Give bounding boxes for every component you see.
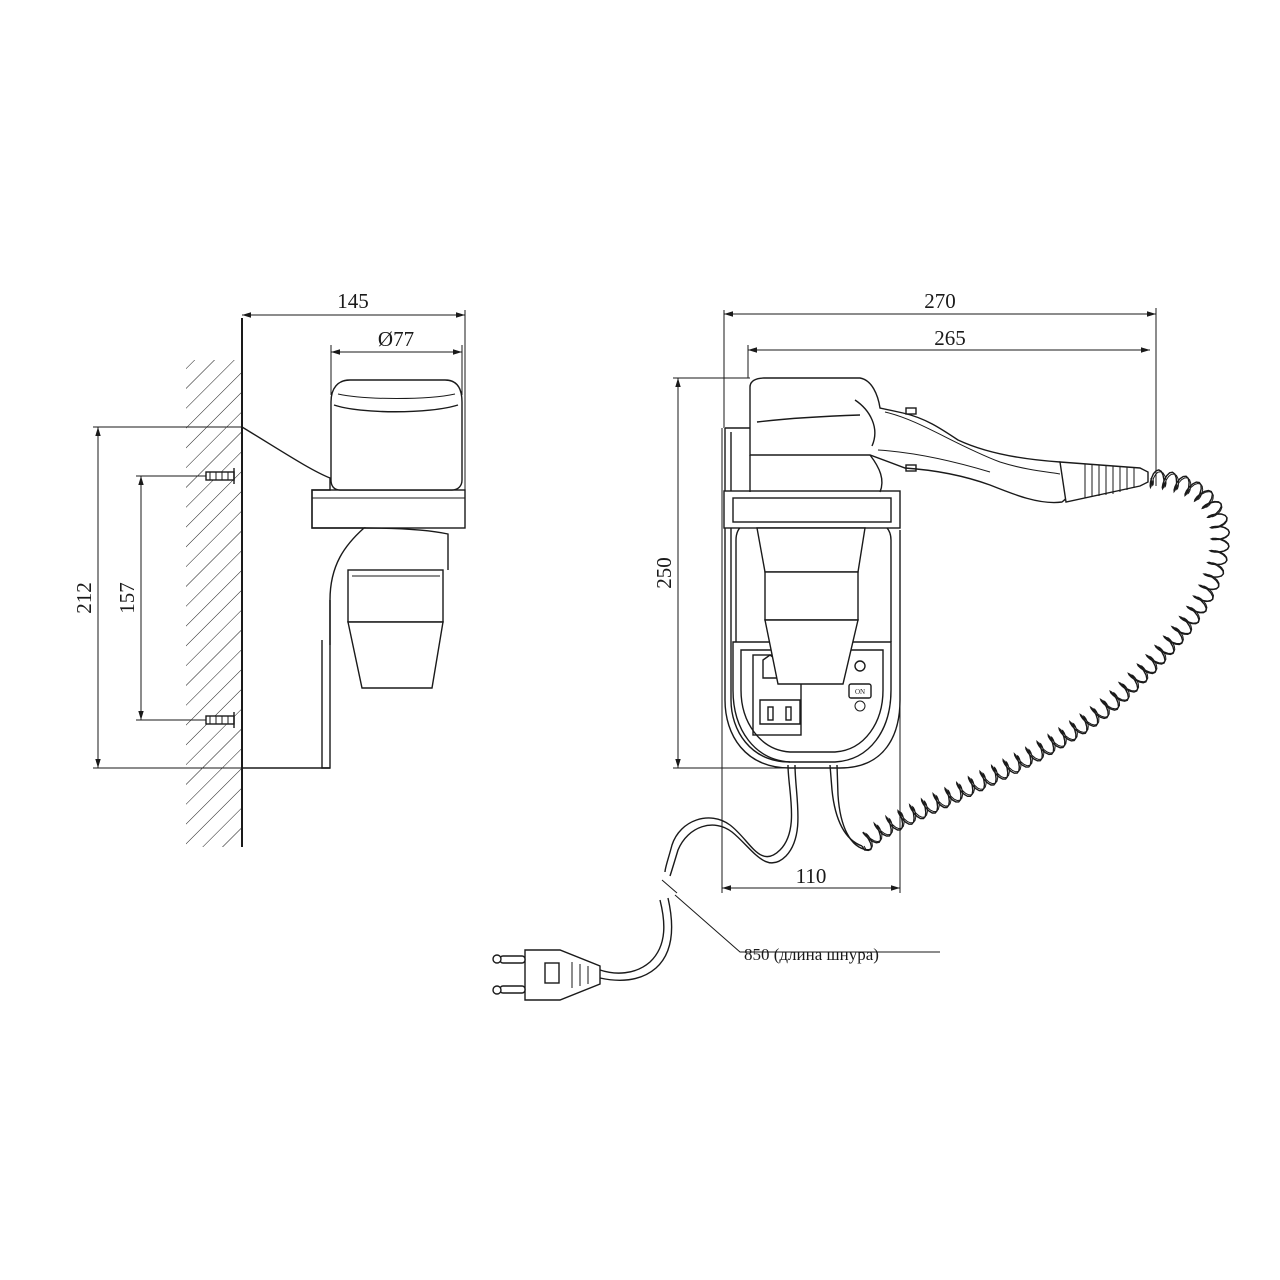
dim-212-label: 212 — [72, 582, 96, 614]
side-view: 145 Ø77 212 157 — [72, 289, 466, 847]
dim-diameter-label: Ø77 — [378, 327, 414, 351]
coiled-cord — [829, 469, 1231, 852]
dim-diameter-77: Ø77 — [330, 327, 463, 395]
dryer-nozzle — [347, 569, 444, 689]
dryer-head — [330, 379, 463, 491]
supply-cord — [599, 764, 799, 981]
dim-157: 157 — [115, 475, 206, 721]
on-switch: ON — [848, 660, 872, 712]
power-socket — [752, 654, 802, 736]
coil-spiral-inner — [863, 471, 1231, 851]
back-plate — [724, 428, 901, 769]
holder-ring — [311, 489, 466, 529]
dim-145-label: 145 — [337, 289, 369, 313]
cord-strain-relief — [1059, 461, 1149, 503]
dryer-nozzle-front — [756, 527, 866, 685]
mount-screw-bottom — [205, 712, 235, 728]
dryer-body-front — [749, 377, 1074, 504]
dim-250-label: 250 — [652, 557, 676, 589]
coil-spiral — [861, 469, 1231, 852]
dim-270: 270 — [723, 289, 1157, 486]
switch-label: ON — [855, 688, 865, 696]
coil-to-base-link — [829, 764, 863, 847]
coil-to-base-link-2 — [836, 764, 869, 851]
dim-270-label: 270 — [924, 289, 956, 313]
dim-110-label: 110 — [796, 864, 827, 888]
dim-110: 110 — [721, 428, 901, 893]
dim-145: 145 — [242, 289, 466, 490]
mount-screw-top — [205, 468, 235, 484]
cord-length-label: 850 (длина шнура) — [744, 945, 879, 964]
socket-panel — [732, 641, 892, 763]
front-view: ON — [492, 289, 1231, 1001]
euro-plug — [492, 949, 601, 1001]
holder-ring-front — [723, 490, 901, 529]
dim-265: 265 — [747, 326, 1150, 378]
dim-250: 250 — [652, 377, 790, 769]
wall-hatching — [186, 360, 242, 847]
dim-157-label: 157 — [115, 582, 139, 614]
cord-length-callout: 850 (длина шнура) — [674, 894, 940, 964]
dim-212: 212 — [72, 426, 242, 769]
dim-265-label: 265 — [934, 326, 966, 350]
